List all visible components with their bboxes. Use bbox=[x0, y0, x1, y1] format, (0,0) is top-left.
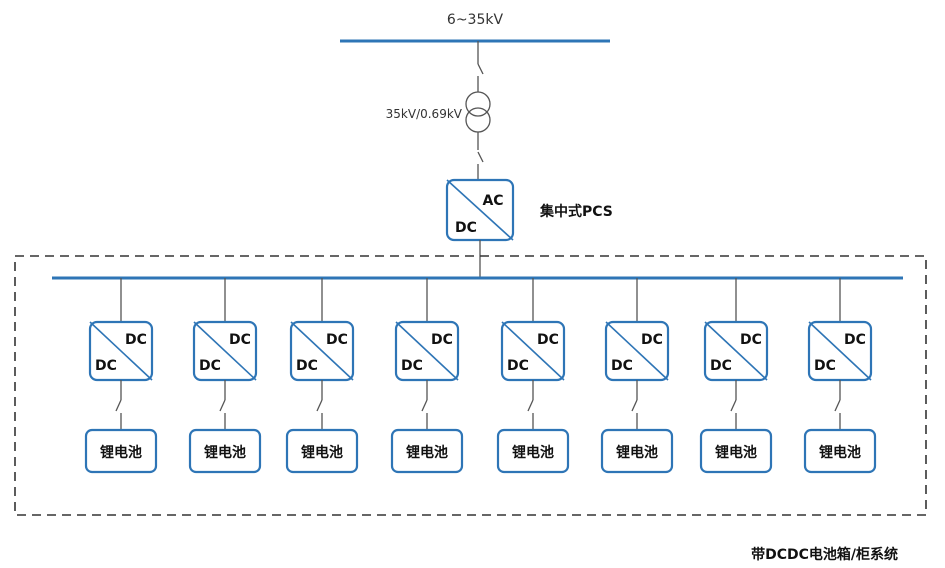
converter-bottom-label: DC bbox=[296, 358, 318, 374]
transformer-icon bbox=[465, 91, 491, 133]
converter-top-label: DC bbox=[641, 332, 663, 348]
breaker-icon bbox=[730, 399, 737, 412]
breaker-icon bbox=[316, 399, 323, 412]
converter-top-label: DC bbox=[844, 332, 866, 348]
converter-diagonal bbox=[808, 321, 872, 381]
converter-diagonal bbox=[193, 321, 257, 381]
battery-label: 锂电池 bbox=[616, 444, 658, 461]
converter-bottom-label: DC bbox=[95, 358, 117, 374]
hv-breaker-icon bbox=[477, 63, 484, 92]
converter-diagonal bbox=[89, 321, 153, 381]
dcdc-unit: DC DC 锂电池 bbox=[600, 278, 674, 474]
converter-top-label: DC bbox=[125, 332, 147, 348]
breaker-icon bbox=[219, 399, 226, 412]
battery-label: 锂电池 bbox=[406, 444, 448, 461]
converter-bottom-label: DC bbox=[507, 358, 529, 374]
dcdc-unit: DC DC 锂电池 bbox=[496, 278, 570, 474]
pcs-ac-label: AC bbox=[482, 193, 503, 209]
battery-label: 锂电池 bbox=[204, 444, 246, 461]
dcdc-units: DC DC 锂电池 DC DC 锂电池 DC DC 锂电池 DC DC 锂电池 DC DC 锂电池 DC DC 锂… bbox=[84, 278, 877, 474]
grid-voltage-label: 6~35kV bbox=[447, 12, 504, 28]
converter-top-label: DC bbox=[326, 332, 348, 348]
battery-box bbox=[84, 428, 158, 474]
battery-box bbox=[390, 428, 464, 474]
converter-diagonal bbox=[605, 321, 669, 381]
battery-box bbox=[600, 428, 674, 474]
converter-top-label: DC bbox=[740, 332, 762, 348]
breaker-icon bbox=[631, 399, 638, 412]
converter-bottom-label: DC bbox=[611, 358, 633, 374]
converter-top-label: DC bbox=[537, 332, 559, 348]
dcdc-unit: DC DC 锂电池 bbox=[84, 278, 158, 474]
breaker-icon bbox=[527, 399, 534, 412]
breaker-icon bbox=[834, 399, 841, 412]
breaker-icon bbox=[421, 399, 428, 412]
breaker-icon bbox=[115, 399, 122, 412]
dcdc-unit: DC DC 锂电池 bbox=[188, 278, 262, 474]
pcs-dc-label: DC bbox=[455, 220, 477, 236]
dcdc-unit: DC DC 锂电池 bbox=[285, 278, 359, 474]
battery-box bbox=[803, 428, 877, 474]
converter-diagonal bbox=[395, 321, 459, 381]
battery-box bbox=[285, 428, 359, 474]
battery-box bbox=[699, 428, 773, 474]
converter-diagonal bbox=[704, 321, 768, 381]
converter-diagonal bbox=[290, 321, 354, 381]
converter-diagonal bbox=[501, 321, 565, 381]
converter-top-label: DC bbox=[229, 332, 251, 348]
converter-bottom-label: DC bbox=[710, 358, 732, 374]
pcs-title: 集中式PCS bbox=[539, 203, 613, 220]
battery-label: 锂电池 bbox=[301, 444, 343, 461]
converter-bottom-label: DC bbox=[401, 358, 423, 374]
system-caption: 带DCDC电池箱/柜系统 bbox=[751, 546, 898, 563]
battery-label: 锂电池 bbox=[100, 444, 142, 461]
battery-label: 锂电池 bbox=[512, 444, 554, 461]
battery-box bbox=[496, 428, 570, 474]
dcdc-unit: DC DC 锂电池 bbox=[699, 278, 773, 474]
transformer-label: 35kV/0.69kV bbox=[386, 107, 463, 121]
lv-breaker-icon bbox=[477, 132, 484, 180]
battery-box bbox=[188, 428, 262, 474]
converter-top-label: DC bbox=[431, 332, 453, 348]
converter-bottom-label: DC bbox=[199, 358, 221, 374]
battery-system-enclosure bbox=[14, 255, 927, 516]
battery-label: 锂电池 bbox=[819, 444, 861, 461]
converter-bottom-label: DC bbox=[814, 358, 836, 374]
central-pcs: AC DC bbox=[445, 178, 515, 242]
battery-label: 锂电池 bbox=[715, 444, 757, 461]
dcdc-unit: DC DC 锂电池 bbox=[390, 278, 464, 474]
dcdc-unit: DC DC 锂电池 bbox=[803, 278, 877, 474]
